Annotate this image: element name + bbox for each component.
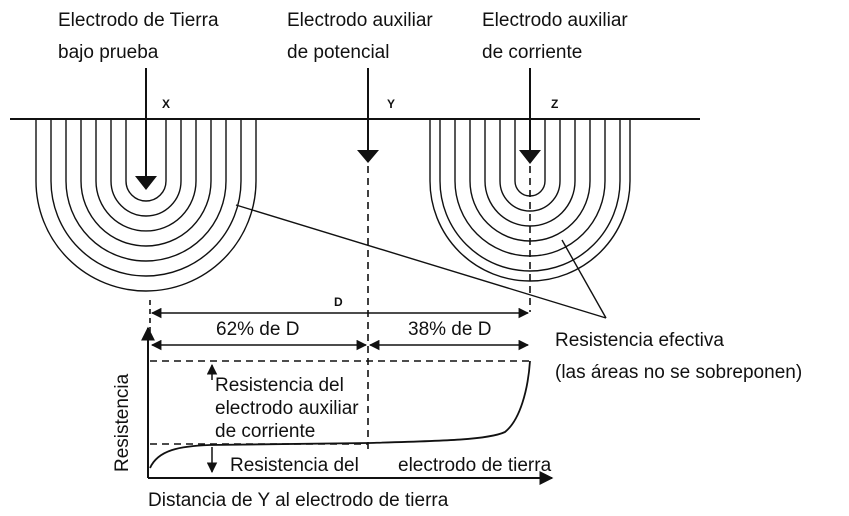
ground-electrode-shell-6 (50, 119, 242, 277)
ground-electrode-shell-1 (125, 119, 167, 202)
ground-electrode-label: Electrodo de Tierra bajo prueba (58, 10, 224, 63)
ground-electrode-shell-7 (35, 119, 257, 292)
aux-resistance-label: Resistencia del electrodo auxiliar de co… (215, 375, 364, 442)
current-electrode-label: Electrodo auxiliar de corriente (482, 10, 633, 63)
potential-electrode-y (357, 68, 379, 163)
ground-electrode-shell-4 (80, 119, 212, 247)
resistance-curve (149, 360, 531, 469)
current-electrode-shell-2 (499, 119, 561, 212)
potential-electrode-label: Electrodo auxiliar de potencial (287, 10, 438, 63)
electrode-x-label: X (162, 97, 170, 111)
ground-electrode-shell-2 (110, 119, 182, 217)
electrode-y-label: Y (387, 97, 395, 111)
ground-resistance-label-left: Resistencia del (230, 455, 359, 476)
ground-electrode-shell-3 (95, 119, 197, 232)
x-axis-label: Distancia de Y al electrodo de tierra (148, 490, 449, 511)
y-axis-label: Resistencia (112, 373, 133, 472)
leader-line-right (561, 239, 607, 319)
ground-resistance-label-right: electrodo de tierra (398, 455, 552, 476)
ground-electrode-shell-5 (65, 119, 227, 262)
current-electrode-z (519, 68, 541, 164)
current-electrode-shell-6 (439, 119, 621, 272)
electrode-z-label: Z (551, 97, 558, 111)
distance-d-label: D (334, 295, 343, 309)
pct62-label: 62% de D (216, 319, 299, 340)
ground-electrode-shells (35, 119, 257, 292)
pct38-label: 38% de D (408, 319, 491, 340)
ground-electrode-x (135, 68, 157, 190)
leader-line-left (235, 204, 607, 319)
effective-resistance-label: Resistencia efectiva (las áreas no se so… (555, 330, 802, 383)
